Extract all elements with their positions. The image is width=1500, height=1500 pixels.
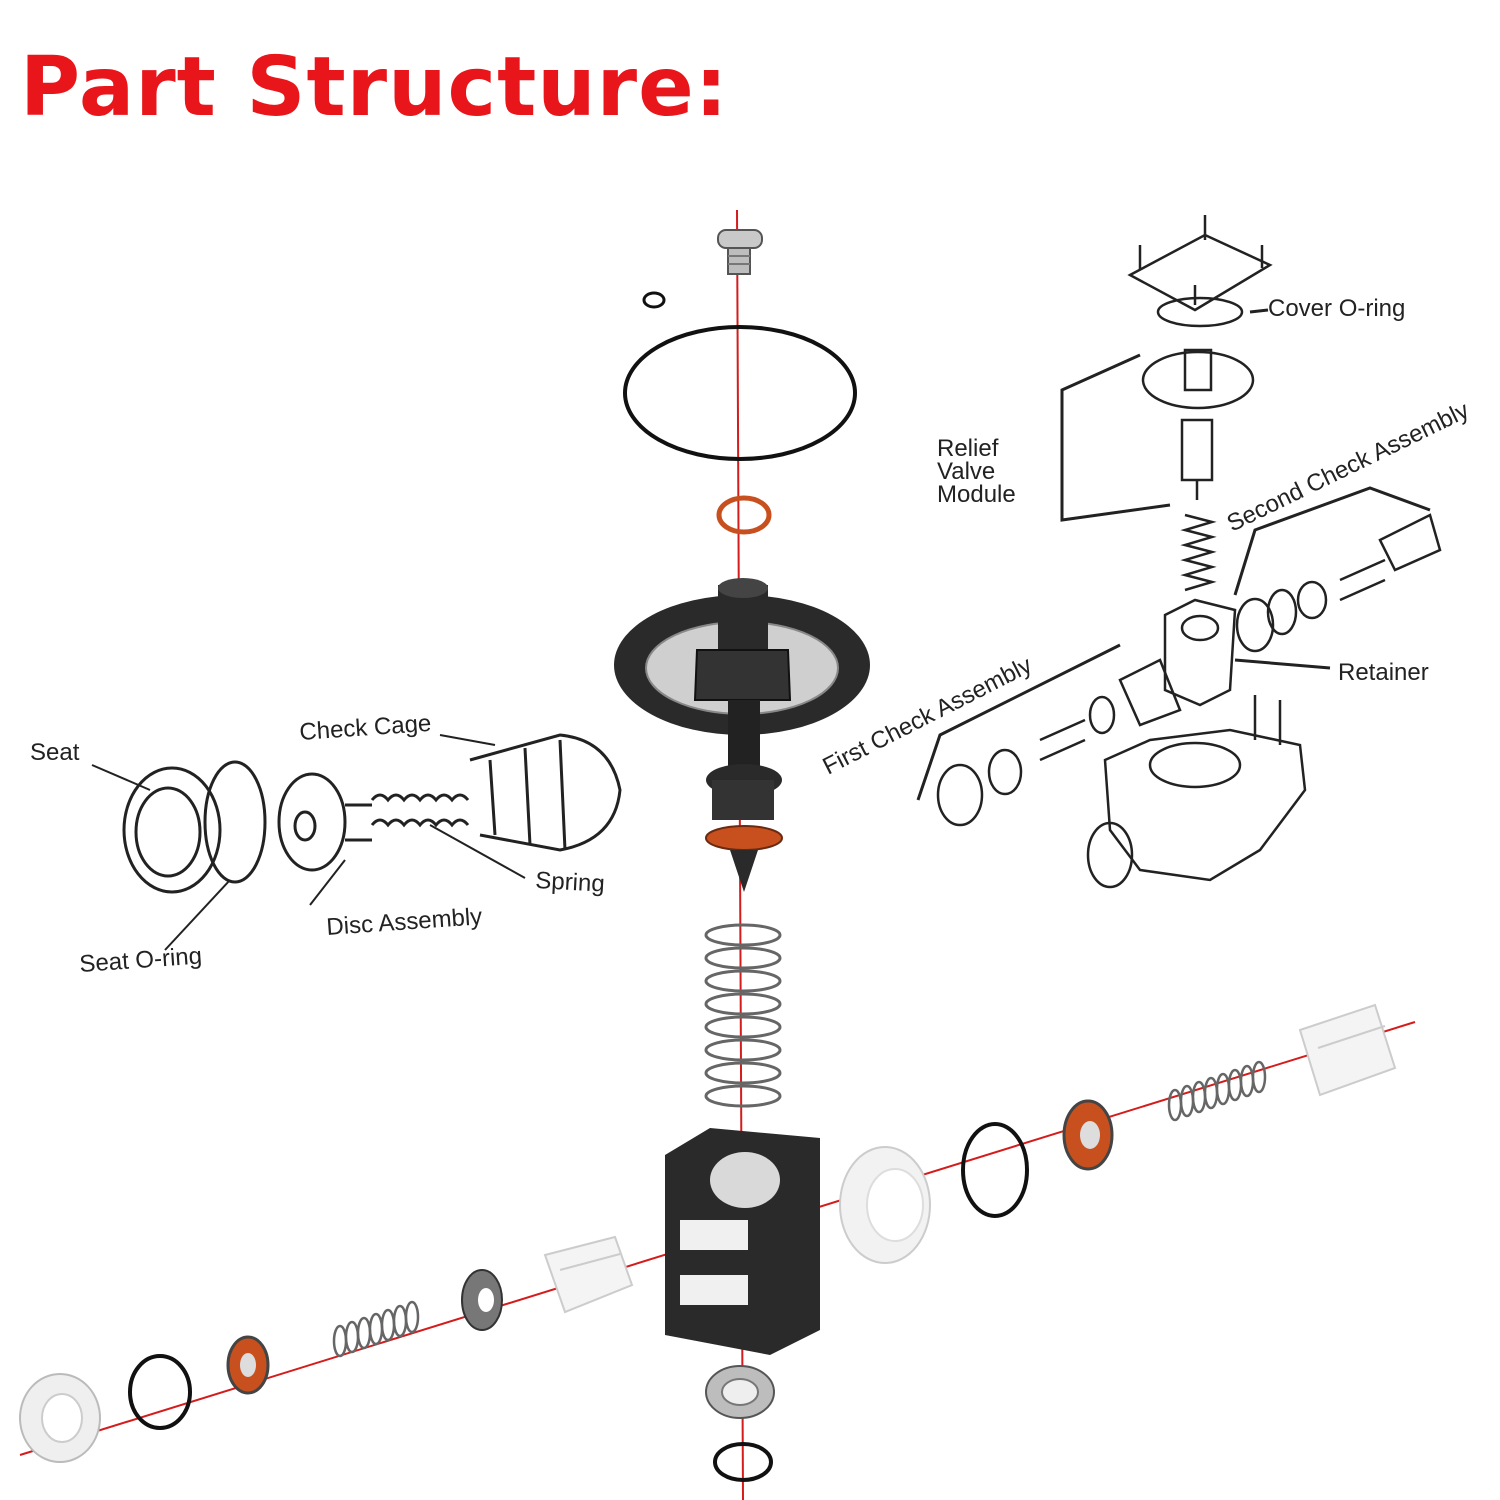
orange-oring bbox=[716, 495, 772, 535]
right-disc-assembly bbox=[1062, 1099, 1114, 1171]
right-spring bbox=[1167, 1060, 1267, 1122]
left-spring bbox=[332, 1300, 420, 1358]
left-disc-assembly bbox=[226, 1335, 270, 1395]
bottom-oring bbox=[713, 1442, 773, 1482]
label-seat: Seat bbox=[30, 739, 80, 766]
left-inset-leaders bbox=[91, 734, 526, 951]
label-relief-valve-module-line-1: Relief bbox=[937, 435, 999, 462]
right-oring bbox=[961, 1122, 1029, 1218]
label-seat-oring: Seat O-ring bbox=[79, 942, 203, 977]
left-inset-drawing bbox=[122, 733, 622, 894]
left-oring bbox=[128, 1354, 192, 1430]
small-oring bbox=[642, 291, 666, 309]
diaphragm-assembly bbox=[614, 578, 870, 892]
label-spring: Spring bbox=[535, 867, 606, 898]
right-inset-drawing bbox=[936, 215, 1442, 889]
right-inset-leaders bbox=[916, 308, 1431, 801]
label-relief-valve-module-line-2: Valve bbox=[937, 458, 995, 485]
right-check-cage bbox=[1298, 1003, 1397, 1097]
bottom-seat bbox=[705, 1365, 775, 1419]
label-relief-valve-module: Relief Valve Module bbox=[937, 435, 1016, 508]
retainer-body bbox=[665, 1128, 820, 1355]
large-oring bbox=[623, 325, 857, 461]
label-check-cage: Check Cage bbox=[299, 710, 433, 746]
label-relief-valve-module-line-3: Module bbox=[937, 481, 1016, 508]
left-check-cage bbox=[543, 1235, 634, 1314]
page-title: Part Structure: bbox=[20, 40, 729, 135]
label-cover-oring: Cover O-ring bbox=[1268, 295, 1405, 322]
label-disc-assembly: Disc Assembly bbox=[326, 903, 484, 941]
right-white-seat bbox=[839, 1146, 931, 1264]
screw bbox=[717, 229, 763, 275]
left-white-seat bbox=[19, 1373, 101, 1463]
label-second-check-assembly: Second Check Assembly bbox=[1223, 397, 1473, 538]
left-washer bbox=[461, 1269, 503, 1331]
label-retainer: Retainer bbox=[1338, 659, 1429, 686]
vertical-spring bbox=[704, 923, 782, 1108]
